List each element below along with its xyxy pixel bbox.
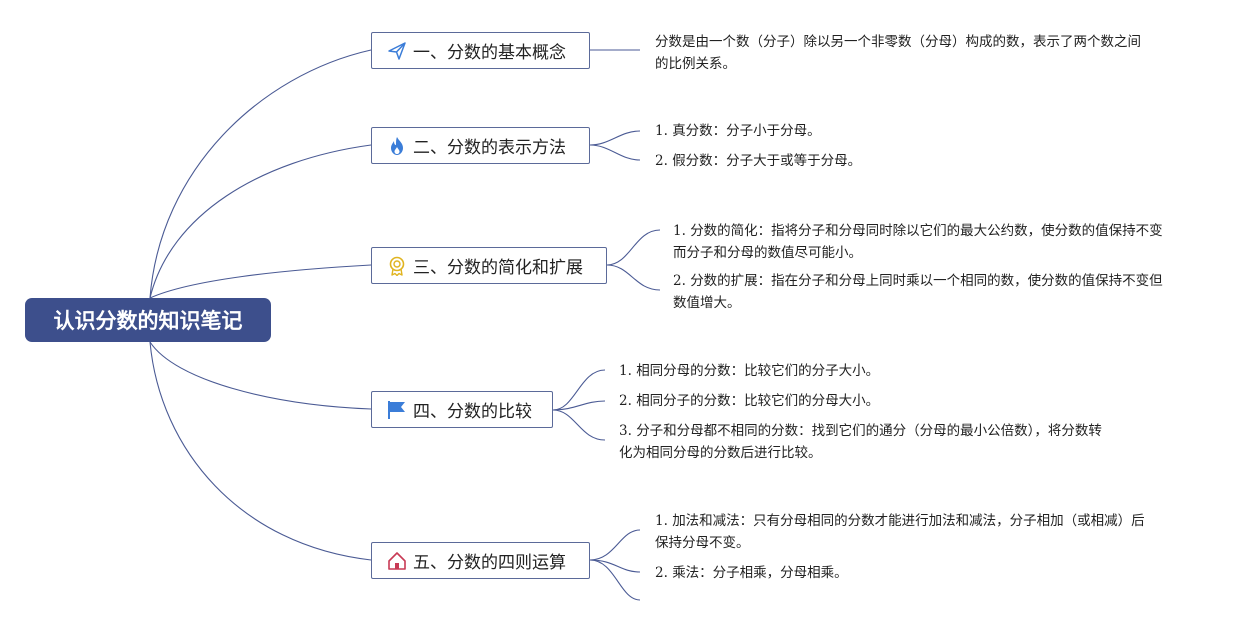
note-number: 2. <box>655 565 668 581</box>
note-number: 1. <box>655 513 668 529</box>
note-3-2: 2. 分数的扩展：指在分子和分母上同时乘以一个相同的数，使分数的值保持不变但数值… <box>673 270 1168 314</box>
flame-icon <box>386 135 408 157</box>
note-text: 假分数：分子大于或等于分母。 <box>672 153 862 169</box>
branch-title: 四、分数的比较 <box>413 402 532 422</box>
note-1-1: 分数是由一个数（分子）除以另一个非零数（分母）构成的数，表示了两个数之间的比例关… <box>655 31 1150 75</box>
note-3-1: 1. 分数的简化：指将分子和分母同时除以它们的最大公约数，使分数的值保持不变而分… <box>673 220 1168 264</box>
connector-branch-5-note-3 <box>589 559 641 601</box>
branch-topic-1[interactable]: 一、分数的基本概念 <box>371 32 590 69</box>
note-text: 分数的简化：指将分子和分母同时除以它们的最大公约数，使分数的值保持不变而分子和分… <box>673 223 1163 261</box>
note-text: 相同分子的分数：比较它们的分母大小。 <box>636 393 880 409</box>
connector-branch-4-note-3 <box>552 409 606 441</box>
note-text: 真分数：分子小于分母。 <box>672 123 821 139</box>
connector-branch-3-note-1 <box>606 229 661 266</box>
note-text: 分数是由一个数（分子）除以另一个非零数（分母）构成的数，表示了两个数之间的比例关… <box>655 34 1141 72</box>
branch-title: 三、分数的简化和扩展 <box>413 258 583 278</box>
note-number: 2. <box>619 393 632 409</box>
branch-title: 五、分数的四则运算 <box>413 553 566 573</box>
branch-title: 一、分数的基本概念 <box>413 43 566 63</box>
connector-branch-3-note-2 <box>606 264 661 291</box>
connector-root-branch-1 <box>149 49 372 299</box>
connector-branch-5-note-1 <box>589 529 641 561</box>
connector-root-branch-2 <box>149 144 372 299</box>
note-text: 加法和减法：只有分母相同的分数才能进行加法和减法，分子相加（或相减）后保持分母不… <box>655 513 1145 551</box>
note-5-2: 2. 乘法：分子相乘，分母相乘。 <box>655 562 1150 584</box>
note-5-1: 1. 加法和减法：只有分母相同的分数才能进行加法和减法，分子相加（或相减）后保持… <box>655 510 1150 554</box>
branch-title: 二、分数的表示方法 <box>413 138 566 158</box>
connector-branch-4-note-1 <box>552 369 606 411</box>
note-2-1: 1. 真分数：分子小于分母。 <box>655 120 1115 142</box>
connector-branch-2-note-2 <box>589 144 641 161</box>
note-text: 分数的扩展：指在分子和分母上同时乘以一个相同的数，使分数的值保持不变但数值增大。 <box>673 273 1163 311</box>
ribbon-icon <box>386 255 408 277</box>
branch-topic-3[interactable]: 三、分数的简化和扩展 <box>371 247 607 284</box>
connector-branch-4-note-2 <box>552 400 606 411</box>
connector-branch-5-note-2 <box>589 559 641 573</box>
connector-root-branch-4 <box>149 341 372 410</box>
note-4-2: 2. 相同分子的分数：比较它们的分母大小。 <box>619 390 1114 412</box>
connector-root-branch-3 <box>149 264 372 299</box>
note-number: 3. <box>619 423 632 439</box>
root-topic[interactable]: 认识分数的知识笔记 <box>25 298 271 342</box>
note-text: 乘法：分子相乘，分母相乘。 <box>672 565 848 581</box>
note-2-2: 2. 假分数：分子大于或等于分母。 <box>655 150 1115 172</box>
branch-topic-4[interactable]: 四、分数的比较 <box>371 391 553 428</box>
note-number: 1. <box>619 363 632 379</box>
note-number: 2. <box>655 153 668 169</box>
connector-root-branch-5 <box>149 341 372 561</box>
note-number: 2. <box>673 273 686 289</box>
connector-branch-2-note-1 <box>589 130 641 146</box>
flag-icon <box>386 399 408 421</box>
note-4-3: 3. 分子和分母都不相同的分数：找到它们的通分（分母的最小公倍数），将分数转化为… <box>619 420 1114 464</box>
note-4-1: 1. 相同分母的分数：比较它们的分子大小。 <box>619 360 1114 382</box>
note-text: 分子和分母都不相同的分数：找到它们的通分（分母的最小公倍数），将分数转化为相同分… <box>619 423 1102 461</box>
house-icon <box>386 550 408 572</box>
branch-topic-2[interactable]: 二、分数的表示方法 <box>371 127 590 164</box>
note-number: 1. <box>655 123 668 139</box>
note-text: 相同分母的分数：比较它们的分子大小。 <box>636 363 880 379</box>
branch-topic-5[interactable]: 五、分数的四则运算 <box>371 542 590 579</box>
paper-plane-icon <box>386 40 408 62</box>
note-number: 1. <box>673 223 686 239</box>
